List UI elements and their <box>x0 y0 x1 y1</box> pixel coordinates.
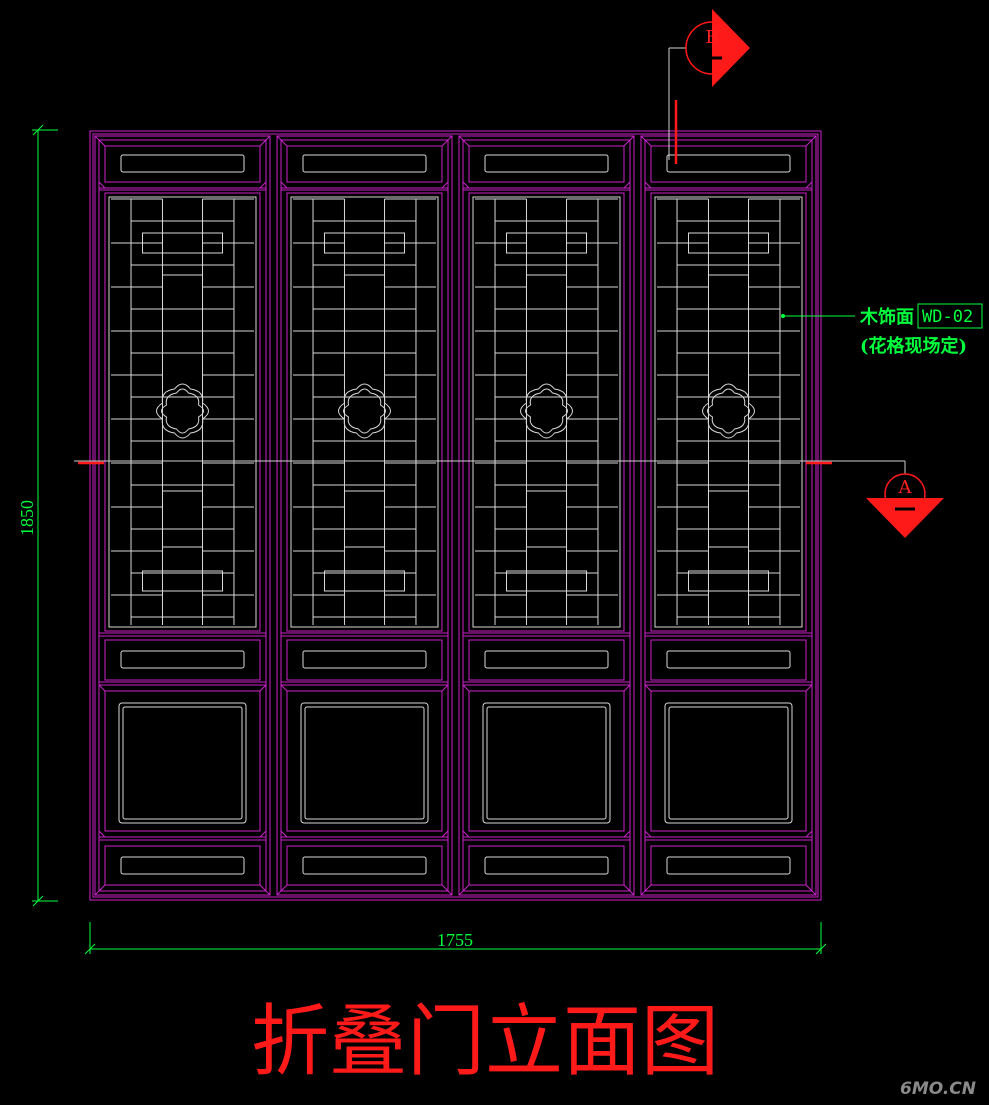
quatrefoil-ornament <box>156 383 209 439</box>
section-a-cut-line <box>74 460 906 474</box>
lattice-pane <box>162 490 203 548</box>
door-panel-inner <box>462 139 631 892</box>
top-rail-slot <box>666 154 791 173</box>
middle-rail <box>650 639 807 681</box>
top-rail-slot <box>484 154 609 173</box>
section-a-label: A <box>898 477 913 498</box>
bottom-rail-slot <box>302 856 427 875</box>
door-panel <box>640 135 817 896</box>
top-rail <box>104 145 261 183</box>
lattice-border <box>472 196 621 628</box>
middle-rail <box>286 639 443 681</box>
lattice-pane <box>344 274 385 332</box>
middle-rail <box>468 639 625 681</box>
door-panel <box>276 135 453 896</box>
top-rail <box>650 145 807 183</box>
lattice-pane <box>526 274 567 332</box>
lattice-bar <box>688 232 769 254</box>
top-rail <box>468 145 625 183</box>
door-panel-inner <box>644 139 813 892</box>
lattice-border <box>654 196 803 628</box>
lattice-pane <box>708 490 749 548</box>
bottom-rail <box>650 845 807 886</box>
lower-panel <box>104 690 261 832</box>
bottom-rail <box>468 845 625 886</box>
bottom-rail-slot <box>120 856 245 875</box>
lower-panel <box>468 690 625 832</box>
lattice-pane <box>344 490 385 548</box>
outer-frame <box>89 130 822 901</box>
material-label: 木饰面 <box>859 306 914 328</box>
door-panel <box>94 135 271 896</box>
lattice-frame <box>286 192 443 632</box>
top-rail-slot <box>120 154 245 173</box>
lattice-border <box>290 196 439 628</box>
material-leader <box>781 303 983 329</box>
height-dimension <box>32 124 58 907</box>
lower-panel-field-inner <box>122 706 243 820</box>
middle-rail-slot <box>120 650 245 669</box>
material-code: WD-02 <box>922 307 973 327</box>
quatrefoil-ornament <box>702 383 755 439</box>
lattice-bar <box>324 570 405 592</box>
lattice-border <box>108 196 257 628</box>
lattice-bar <box>324 232 405 254</box>
section-b-symbol <box>685 9 750 87</box>
middle-rail <box>104 639 261 681</box>
lattice-pane <box>526 490 567 548</box>
lattice-bar <box>142 232 223 254</box>
bottom-rail-slot <box>484 856 609 875</box>
lattice-frame <box>650 192 807 632</box>
lattice-bar <box>506 570 587 592</box>
height-dimension-label: 1850 <box>17 500 37 536</box>
section-a-symbol <box>866 473 944 538</box>
lattice-bar <box>506 232 587 254</box>
width-dimension-label: 1755 <box>437 930 473 950</box>
lower-panel-field <box>664 702 793 824</box>
lower-panel-field-inner <box>668 706 789 820</box>
lower-panel-field-inner <box>304 706 425 820</box>
top-rail <box>286 145 443 183</box>
quatrefoil-ornament <box>338 383 391 439</box>
lower-panel-field-inner <box>486 706 607 820</box>
lattice-pane <box>162 274 203 332</box>
lower-panel <box>650 690 807 832</box>
watermark: 6MO.CN <box>900 1079 976 1099</box>
lower-panel-field <box>118 702 247 824</box>
lattice-bar <box>142 570 223 592</box>
lower-panel <box>286 690 443 832</box>
top-rail-slot <box>302 154 427 173</box>
width-dimension <box>84 922 827 955</box>
quatrefoil-ornament <box>520 383 573 439</box>
middle-rail-slot <box>666 650 791 669</box>
outer-frame-inner <box>92 133 819 898</box>
bottom-rail <box>286 845 443 886</box>
lattice-frame <box>468 192 625 632</box>
section-b-cut-line <box>668 47 686 164</box>
middle-rail-slot <box>484 650 609 669</box>
drawing-title: 折叠门立面图 <box>251 997 719 1087</box>
lattice-bar <box>688 570 769 592</box>
middle-rail-slot <box>302 650 427 669</box>
bottom-rail <box>104 845 261 886</box>
lattice-pane <box>708 274 749 332</box>
material-note: (花格现场定) <box>860 335 967 357</box>
folding-door-panels <box>89 130 822 901</box>
lower-panel-field <box>482 702 611 824</box>
lattice-frame <box>104 192 261 632</box>
door-panel-inner <box>280 139 449 892</box>
lower-panel-field <box>300 702 429 824</box>
section-b-label: B <box>705 27 718 48</box>
bottom-rail-slot <box>666 856 791 875</box>
door-panel <box>458 135 635 896</box>
door-panel-inner <box>98 139 267 892</box>
